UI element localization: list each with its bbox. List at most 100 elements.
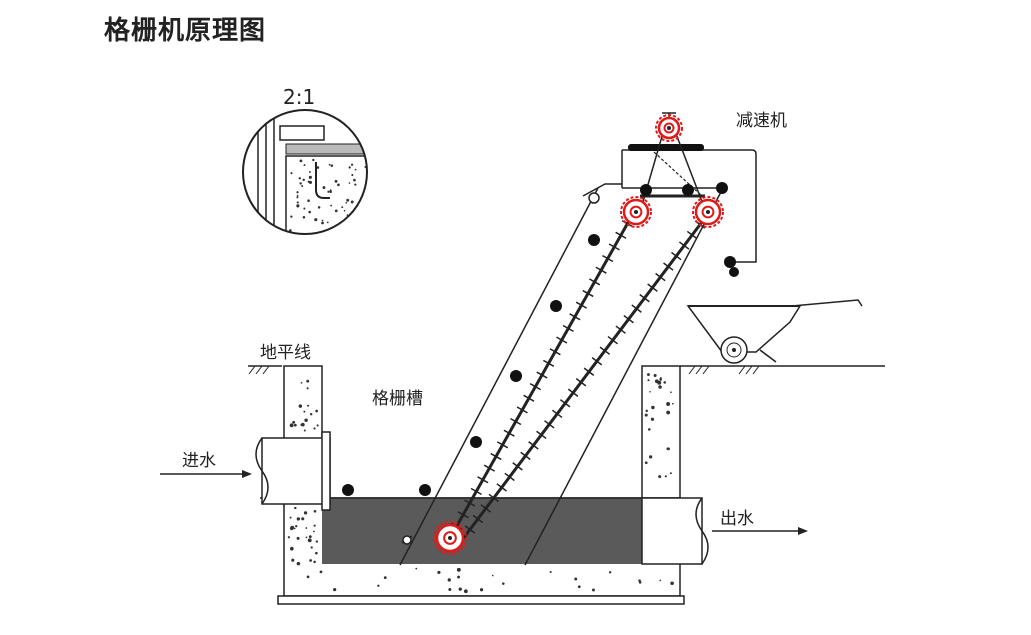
sprocket-axle (667, 126, 671, 130)
detail-speck (366, 159, 367, 162)
concrete-speck (549, 571, 552, 574)
chain-tooth (544, 420, 555, 429)
chain-tooth (523, 394, 535, 402)
concrete-speck (479, 588, 484, 592)
detail-speck (326, 221, 329, 224)
debris-chunk (716, 182, 728, 194)
chain-tooth (504, 472, 515, 482)
detail-speck (317, 206, 321, 209)
detail-speck (308, 171, 311, 173)
concrete-speck (319, 570, 323, 574)
chain-tooth (591, 357, 603, 366)
concrete-speck (647, 428, 651, 431)
detail-speck (363, 197, 366, 200)
concrete-speck (415, 567, 418, 570)
detail-speck (354, 183, 357, 186)
concrete-speck (669, 472, 672, 475)
inlet-pipe: 进水 (160, 431, 331, 511)
chain-tooth (483, 464, 496, 472)
concrete-speck (333, 587, 337, 592)
detail-speck (327, 190, 330, 193)
detail-speck (330, 164, 334, 167)
detail-speck (346, 198, 350, 202)
detail-speck (334, 209, 338, 213)
detail-speck (329, 190, 332, 194)
concrete-speck (653, 374, 657, 378)
concrete-speck (654, 379, 659, 384)
concrete-speck (647, 373, 650, 376)
detail-speck (350, 163, 354, 166)
ground-line-label: 地平线 (260, 343, 311, 363)
concrete-speck (307, 538, 312, 543)
concrete-speck (298, 404, 303, 408)
detail-speck (303, 164, 306, 167)
outlet-pipe: 出水 (641, 497, 808, 565)
chain-tooth (512, 462, 523, 471)
concrete-speck (305, 536, 308, 539)
concrete-speck (313, 427, 316, 430)
detail-speck (290, 172, 293, 175)
detail-speck (312, 158, 315, 162)
concrete-speck (315, 409, 318, 413)
detail-speck (334, 179, 338, 183)
concrete-speck (671, 582, 674, 585)
chain-tooth (567, 388, 579, 397)
concrete-speck (301, 517, 305, 521)
detail-speck (296, 204, 300, 208)
chain-tooth (569, 313, 581, 321)
chain-tooth (520, 451, 531, 461)
chain-tooth (551, 409, 563, 419)
concrete-speck (316, 424, 319, 427)
detail-speck (347, 229, 349, 232)
chain-tooth (583, 367, 595, 376)
detail-speck (308, 180, 313, 184)
chain-tooth (582, 289, 594, 298)
chain-tooth (472, 514, 484, 524)
detail-speck (351, 173, 354, 177)
inlet-arrow-icon (160, 470, 252, 478)
concrete-speck (491, 574, 494, 577)
detail-speck (322, 186, 326, 190)
chain-tooth (464, 499, 476, 507)
concrete-speck (651, 405, 655, 410)
concrete-speck (666, 402, 671, 406)
chain-tooth (549, 348, 561, 356)
wheelbarrow-icon (686, 299, 863, 364)
chain-tooth (602, 254, 614, 263)
detail-speck (303, 207, 306, 210)
reducer-label: 减速机 (736, 111, 787, 131)
concrete-speck (313, 530, 315, 533)
chain-tooth (615, 325, 626, 334)
chain-tooth (655, 272, 666, 282)
concrete-speck (663, 381, 667, 384)
chain-tooth (663, 262, 674, 271)
chain-tooth (607, 335, 619, 345)
chain-line (460, 213, 710, 541)
concrete-speck (437, 570, 441, 575)
concrete-speck (383, 576, 387, 580)
chain-tooth (457, 511, 469, 519)
chain-tooth (490, 452, 502, 461)
debris-chunk (724, 256, 736, 268)
detail-speck (353, 178, 356, 182)
detail-speck (290, 215, 293, 218)
concrete-speck (464, 589, 468, 594)
debris-chunk (470, 436, 482, 448)
sprocket-icon (692, 196, 724, 228)
concrete-speck (292, 420, 296, 424)
detail-speck (357, 216, 361, 220)
concrete-speck (658, 475, 662, 479)
chain-tooth (671, 251, 682, 261)
detail-speck (314, 218, 318, 222)
concrete-speck (291, 558, 295, 562)
concrete-speck (295, 524, 298, 528)
page-title: 格栅机原理图 (104, 16, 267, 46)
concrete-speck (313, 560, 316, 564)
chain-tooth (480, 504, 492, 513)
concrete-speck (307, 404, 310, 407)
concrete-speck (315, 551, 318, 555)
outlet-arrow-icon (712, 527, 808, 535)
chain-tooth (575, 301, 588, 309)
concrete-speck (306, 379, 310, 383)
sprocket-axle (448, 536, 452, 540)
